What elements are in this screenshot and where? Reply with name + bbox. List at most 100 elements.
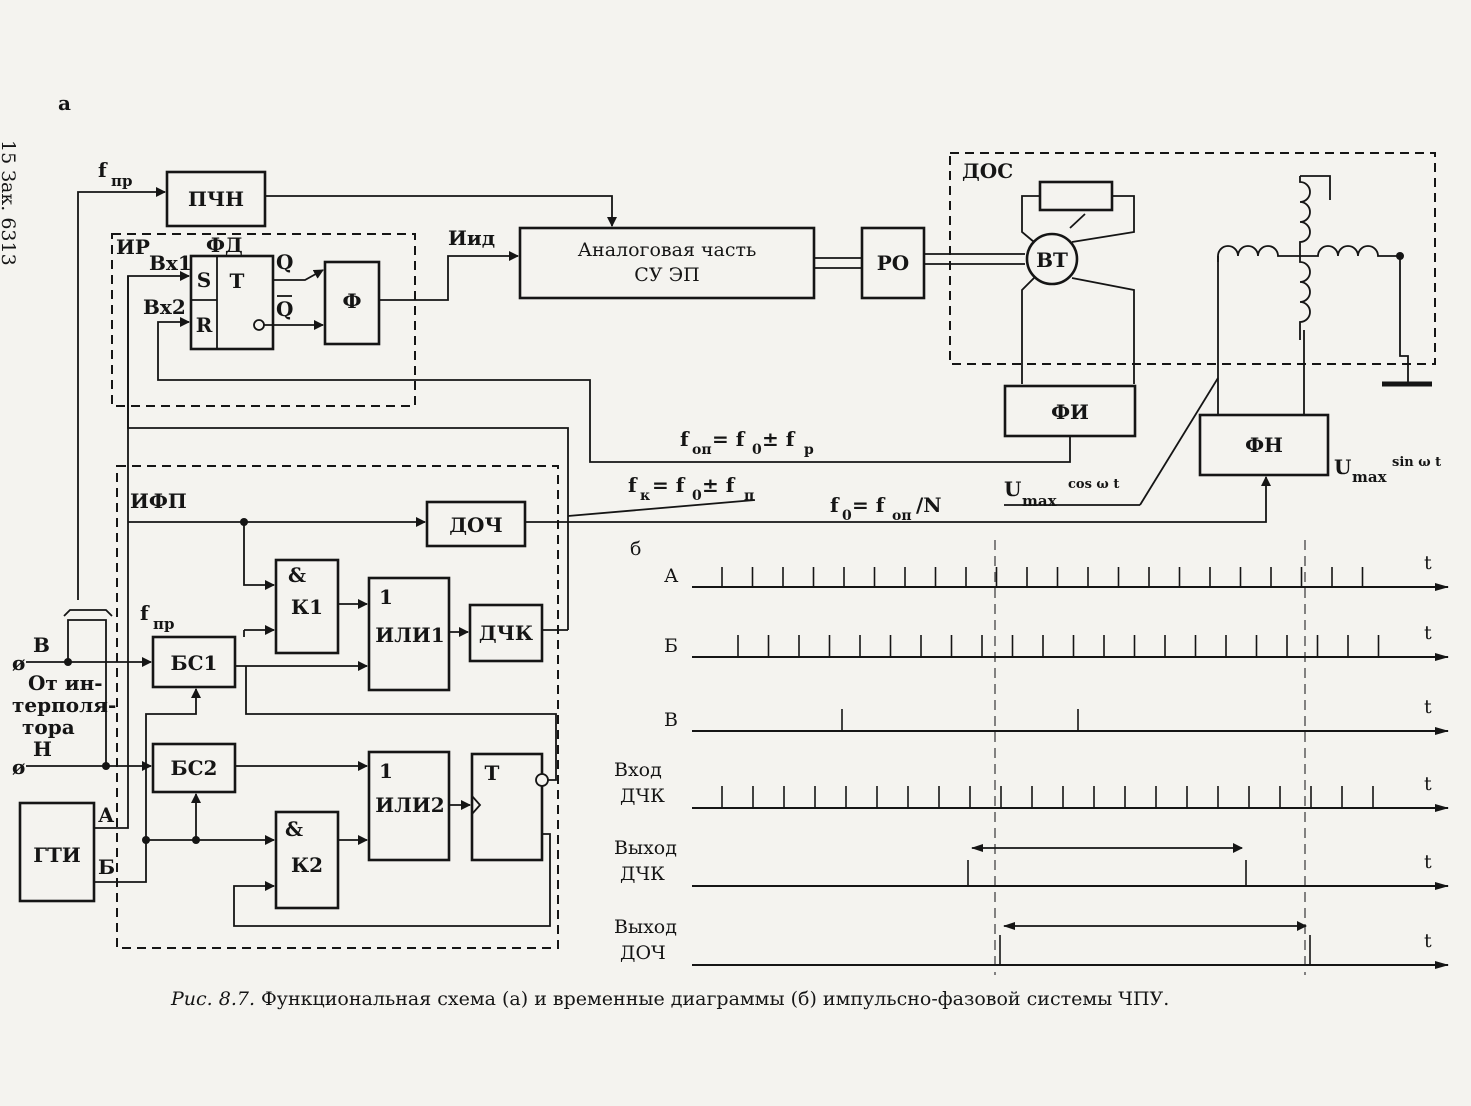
f-pr-line [77, 187, 166, 600]
to-k1-line [243, 522, 275, 590]
svg-text:р: р [804, 442, 814, 458]
vt-transformer: ВТ [1021, 180, 1135, 384]
analog-label-1: Аналоговая часть [578, 239, 757, 261]
pchn-to-analog-line [265, 195, 617, 227]
svg-text:0: 0 [752, 442, 762, 458]
ifp-region: ИФП [116, 465, 559, 949]
s-label: S [197, 268, 211, 292]
gti-block: ГТИ [18, 801, 96, 903]
u-max-cos-label: U max cos ω t [1004, 477, 1140, 510]
svg-text:sin ω t: sin ω t [1392, 455, 1441, 470]
bs2-label: БС2 [171, 756, 218, 780]
timing-t-label: t [1424, 930, 1432, 952]
fi-block: ФИ [1003, 384, 1137, 438]
u-max-sin-label: U max sin ω t [1334, 455, 1441, 486]
svg-text:f: f [830, 493, 840, 517]
bs1-label: БС1 [171, 651, 218, 675]
from-interp-1: От ин- [28, 671, 103, 695]
timing-row-2: Бt [664, 622, 1449, 661]
timing-t-label: t [1424, 851, 1432, 873]
vt-label: ВТ [1036, 248, 1068, 272]
ro-label: РО [877, 251, 909, 275]
f-op-feedback-line [157, 317, 1071, 463]
svg-text:п: п [744, 488, 754, 504]
part-a-label: а [58, 91, 71, 115]
bs1-block: БС1 [151, 635, 237, 689]
svg-text:0: 0 [692, 488, 702, 504]
k1-block: & К1 [274, 558, 340, 655]
analog-label-2: СУ ЭП [634, 264, 699, 286]
svg-text:оп: оп [892, 508, 912, 524]
fd-label: ФД [206, 233, 243, 257]
svg-text:= f: = f [852, 493, 886, 517]
resolver-windings [1217, 175, 1432, 415]
ir-region: ИР ФД Вх1 Вх2 [111, 233, 416, 407]
q-label: Q [276, 250, 293, 274]
doch-to-fn-line [525, 476, 1271, 523]
doch-label: ДОЧ [449, 513, 502, 537]
svg-text:max: max [1022, 492, 1058, 510]
u-id-label: Иид [448, 226, 495, 250]
vx1-label: Вх1 [149, 251, 192, 275]
from-interp-3: тора [22, 715, 75, 739]
margin-note: 15 Зак. 6313 [0, 140, 19, 266]
fn-label: ФН [1245, 433, 1283, 457]
f-k-formula: f к = f 0 ± f п [628, 473, 754, 504]
vx2-label: Вх2 [143, 295, 186, 319]
gti-a-line [94, 276, 129, 829]
timing-row-label: Выход [614, 837, 677, 859]
timing-row-label: Вход [614, 759, 662, 781]
input-n-label: Н [33, 737, 52, 761]
ili2-or-symbol: 1 [379, 759, 393, 783]
part-b-label: б [630, 538, 641, 560]
timing-row-label: Б [664, 635, 678, 657]
svg-text:пр: пр [111, 172, 132, 190]
ro-block: РО [860, 226, 926, 300]
fi-label: ФИ [1051, 400, 1089, 424]
pchn-label: ПЧН [188, 187, 244, 211]
svg-text:max: max [1352, 468, 1388, 486]
gti-a-label: А [98, 803, 115, 827]
dchk-block: ДЧК [468, 603, 544, 663]
input-n-terminal: ø [12, 755, 25, 779]
svg-text:пр: пр [153, 615, 174, 633]
pchn-block: ПЧН [165, 170, 267, 228]
q-bar-label: Q [276, 297, 293, 321]
t-to-k2-line [233, 833, 551, 927]
svg-text:оп: оп [692, 442, 712, 458]
svg-text:0: 0 [842, 508, 852, 524]
timing-row-label: ДОЧ [620, 942, 666, 964]
timing-t-label: t [1424, 696, 1432, 718]
f-pr-label-ifp: f пр [140, 601, 174, 633]
k2-and-symbol: & [285, 817, 303, 841]
t-label: Т [230, 269, 245, 293]
figure-caption: Рис. 8.7. Функциональная схема (а) и вре… [171, 988, 1271, 1010]
timing-row-1: Аt [664, 552, 1449, 591]
vt-resistor [1038, 180, 1114, 212]
dos-label: ДОС [962, 159, 1013, 183]
ir-label: ИР [116, 235, 150, 259]
ili1-label: ИЛИ1 [375, 623, 444, 647]
dos-region: ДОС [949, 152, 1436, 365]
svg-text:= f: = f [652, 473, 686, 497]
dchk-label: ДЧК [479, 621, 533, 645]
interp-bracket-line [67, 619, 107, 766]
from-interp-2: терполя- [12, 693, 116, 717]
f-label: Ф [343, 289, 362, 313]
timing-row-label: А [664, 565, 679, 587]
input-v: В ø [12, 633, 152, 675]
ifp-label: ИФП [130, 489, 187, 513]
doch-block: ДОЧ [425, 500, 527, 548]
gti-b-to-bs1-line [94, 688, 201, 883]
f-to-analog-line [379, 251, 519, 301]
f-k-feedback-line [127, 271, 569, 630]
r-label: R [196, 313, 213, 337]
fk-leader-line [567, 499, 756, 517]
k2-label: К2 [291, 853, 323, 877]
